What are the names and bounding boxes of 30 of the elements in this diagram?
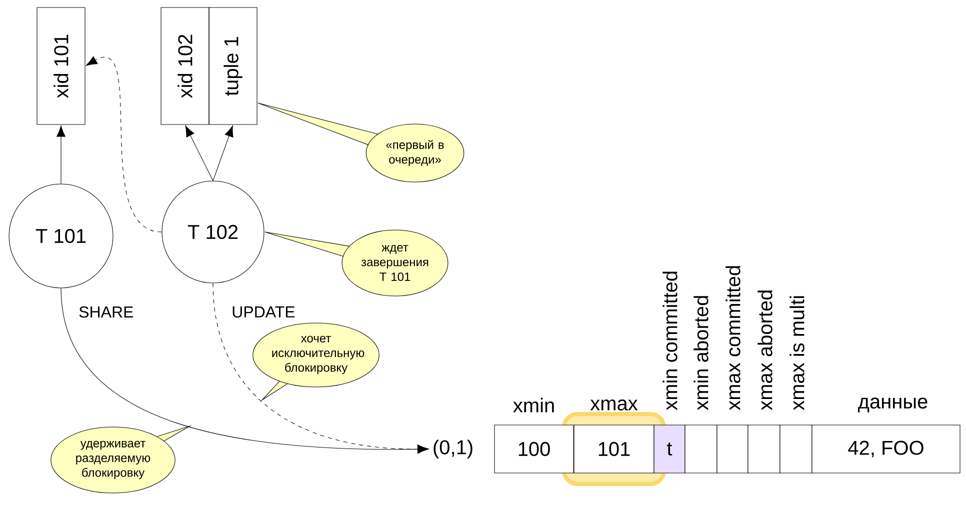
arrow [212,126,234,181]
speech-bubble: удерживает разделяемую блокировку [50,424,192,494]
edge-label: SHARE [77,305,136,319]
column-header: xmin aborted [694,296,708,410]
flag-cell [780,424,812,474]
speech-bubble: ждет завершения T 101 [264,230,448,296]
column-header: данные [858,398,928,412]
tuple-cell: 100 [494,424,574,474]
edge-label: UPDATE [230,305,297,319]
column-header: xmax is multi [790,296,804,410]
flag-cell [716,424,748,474]
tuple-cell: t [654,424,686,474]
arrow [212,283,429,454]
column-header: xmin [513,398,554,412]
flag-cell [684,424,718,474]
id-box: xid 102 [160,7,210,125]
speech-bubble: хочет исключительную блокировку [252,322,380,402]
column-header: xmax aborted [758,290,772,410]
arrow [56,126,66,184]
tuple-id: (0,1) [434,440,472,458]
column-header: xmax committed [726,266,740,410]
id-box: xid 101 [36,7,86,125]
flag-cell [748,424,780,474]
tuple-cell: 101 [574,424,654,474]
column-header: xmax [590,400,638,410]
column-header: xmin committed [662,272,678,410]
id-box: tuple 1 [208,7,258,125]
speech-bubble: «первый в очереди» [258,102,464,182]
arrow [86,56,162,232]
arrow [185,125,214,181]
